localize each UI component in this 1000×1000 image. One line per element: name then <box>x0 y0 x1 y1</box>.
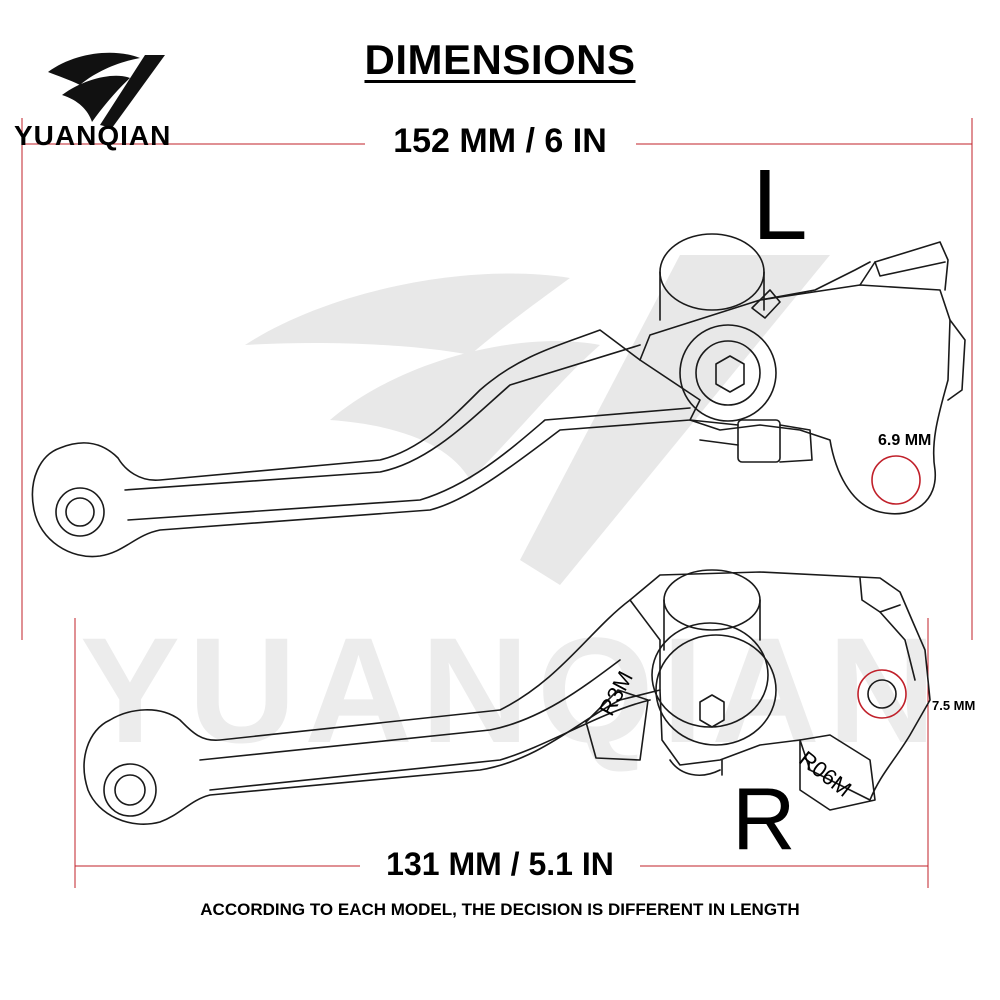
length-disclaimer: ACCORDING TO EACH MODEL, THE DECISION IS… <box>200 900 800 919</box>
watermark-logo <box>245 255 830 585</box>
dimension-line-left <box>21 118 973 640</box>
hole-diameter-left-label: 6.9 MM <box>878 432 932 449</box>
hole-diameter-right-label: 7.5 MM <box>932 698 976 713</box>
right-lever-label: R <box>732 769 796 868</box>
left-lever-label: L <box>752 149 808 261</box>
watermark-text: YUANQIAN <box>80 606 944 774</box>
left-lever-drawing <box>31 233 966 558</box>
right-lever-drawing <box>83 569 931 825</box>
overall-length-left-label: 152 MM / 6 IN <box>365 122 635 161</box>
brand-logo-icon <box>48 52 165 128</box>
overall-length-right-label: 131 MM / 5.1 IN <box>360 846 640 883</box>
brand-name: YUANQIAN <box>14 120 172 151</box>
dimension-line-right <box>74 618 929 888</box>
page-title: DIMENSIONS <box>364 36 636 83</box>
